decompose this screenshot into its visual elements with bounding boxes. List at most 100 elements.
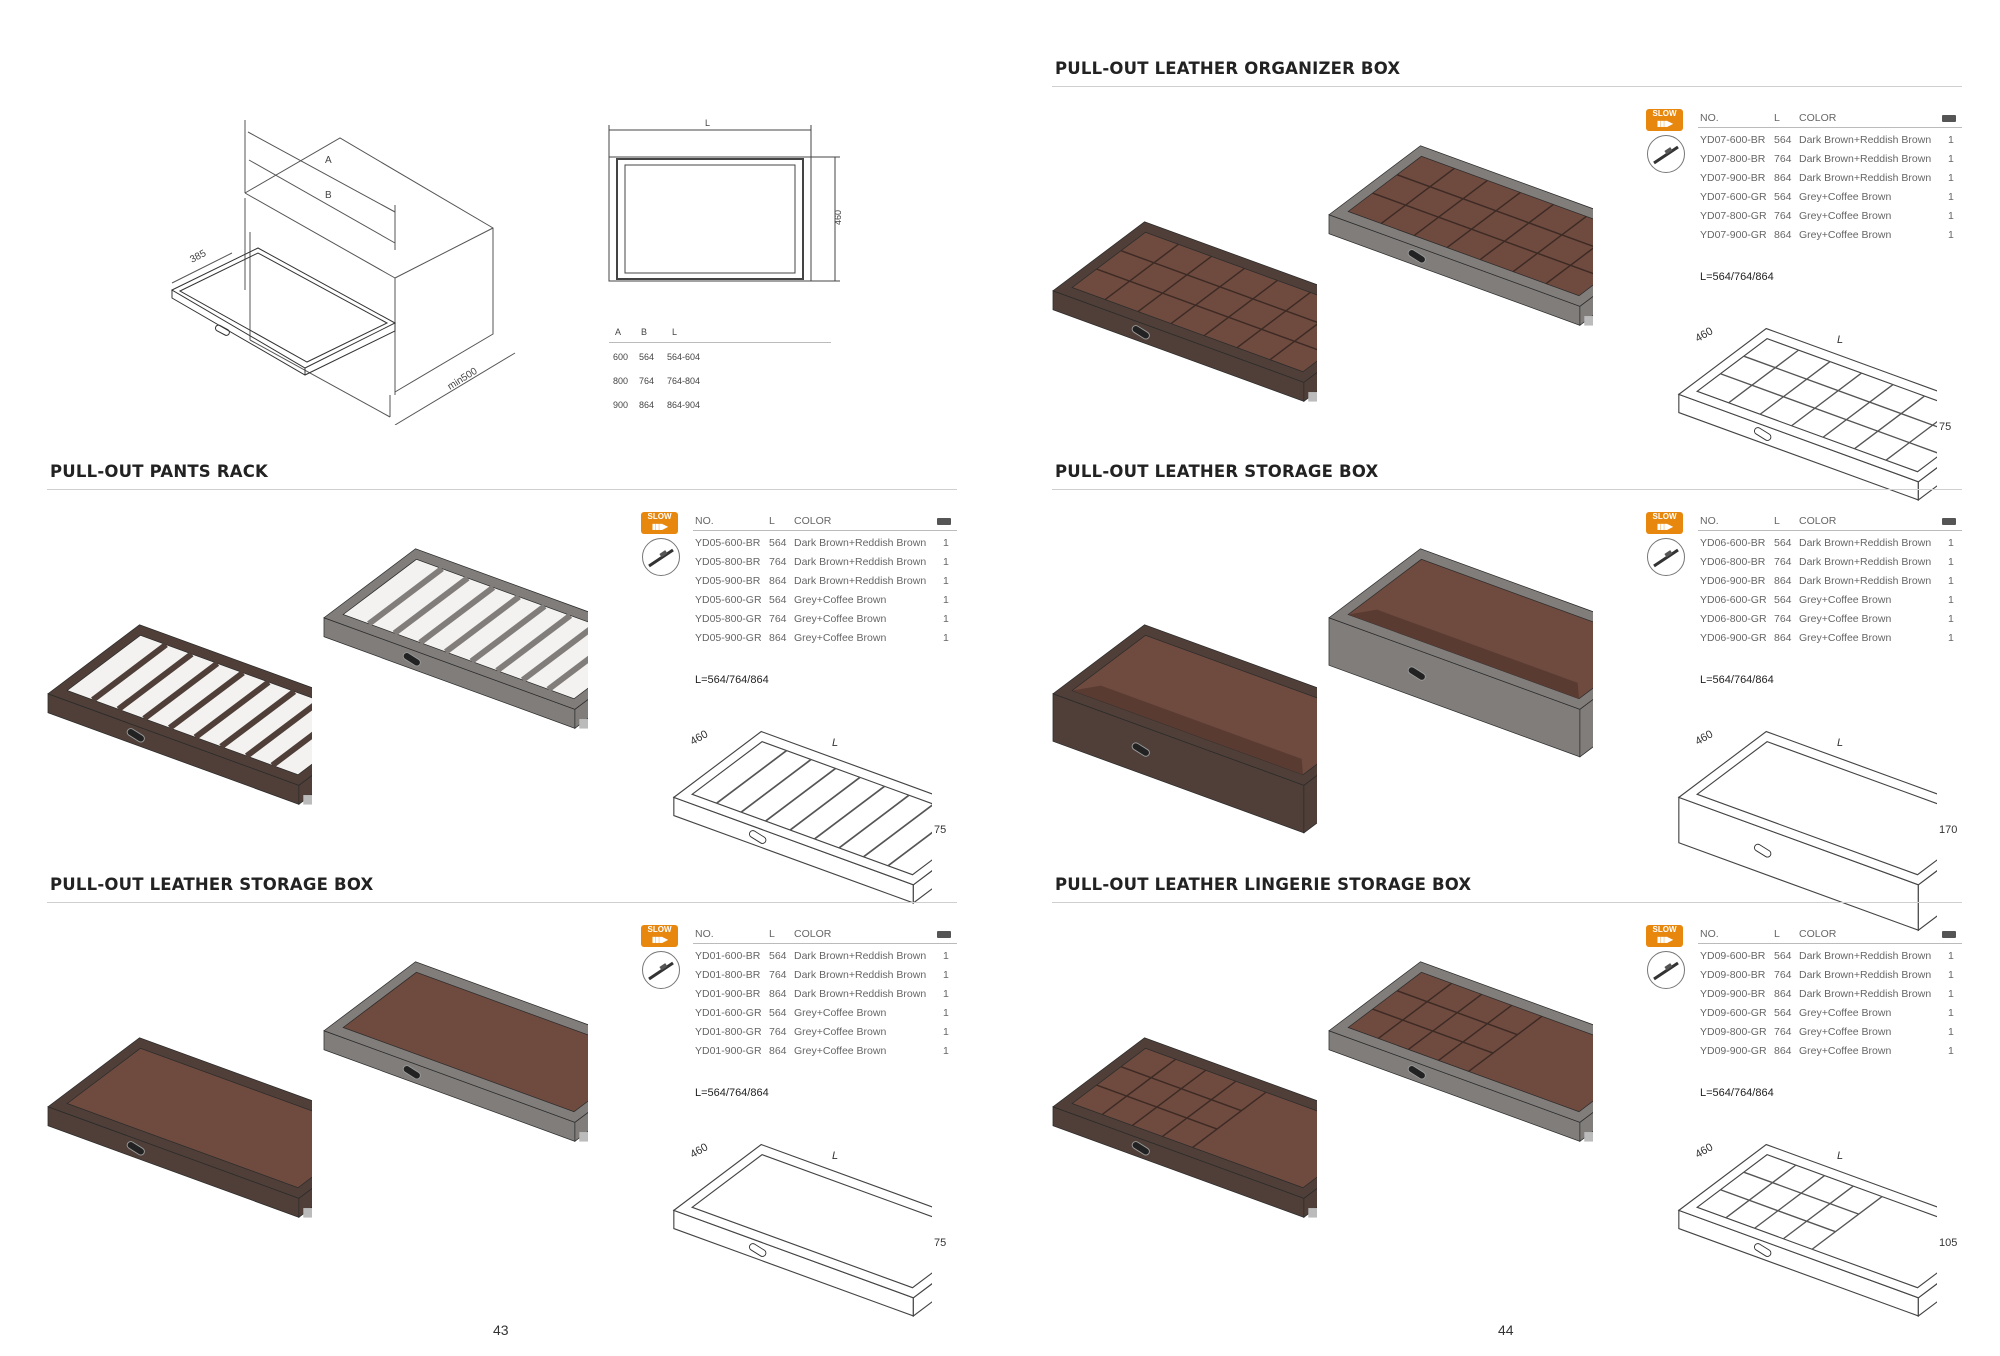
drawer-right-side bbox=[298, 1187, 312, 1219]
divider bbox=[1380, 167, 1455, 225]
slide-runner-icon bbox=[642, 538, 680, 576]
header-l: L bbox=[1774, 112, 1780, 124]
runner-clip bbox=[1584, 316, 1593, 326]
divider bbox=[1545, 247, 1593, 285]
cell-color: Dark Brown+Reddish Brown bbox=[794, 575, 927, 587]
table-header: NO. L COLOR bbox=[1698, 109, 1962, 128]
drawer-handle bbox=[1131, 1141, 1150, 1156]
divider bbox=[1192, 1091, 1267, 1149]
soft-close-badge: SLOW▮▮▮▶ bbox=[1646, 925, 1683, 947]
cell-color: Grey+Coffee Brown bbox=[1799, 632, 1892, 644]
cell-quantity: 1 bbox=[1948, 191, 1954, 203]
table-row: YD07-800-GR 764 Grey+Coffee Brown 1 bbox=[1698, 207, 1962, 226]
table-row: YD01-800-GR 764 Grey+Coffee Brown 1 bbox=[693, 1023, 957, 1042]
table-row: YD06-900-GR 864 Grey+Coffee Brown 1 bbox=[1698, 629, 1962, 648]
cell-no: YD05-600-GR bbox=[695, 594, 762, 606]
cell-quantity: 1 bbox=[943, 556, 949, 568]
section-title: PULL-OUT LEATHER STORAGE BOX bbox=[1055, 462, 1379, 481]
section-divider bbox=[1052, 902, 1962, 903]
cell-quantity: 1 bbox=[1948, 969, 1954, 981]
product-table: NO. L COLOR YD05-600-BR 564 Dark Brown+R… bbox=[693, 512, 957, 648]
divider bbox=[789, 776, 861, 831]
drawer-handle bbox=[1407, 249, 1426, 264]
cell-no: YD06-600-GR bbox=[1700, 594, 1767, 606]
cell-length: 764 bbox=[1774, 153, 1792, 165]
cell-no: YD07-900-BR bbox=[1700, 172, 1766, 184]
length-note: L=564/764/864 bbox=[1700, 271, 1774, 283]
cell-length: 564 bbox=[1774, 1007, 1792, 1019]
cell-no: YD06-800-GR bbox=[1700, 613, 1767, 625]
cell-length: 564 bbox=[769, 950, 787, 962]
cell-color: Grey+Coffee Brown bbox=[794, 1045, 887, 1057]
cell-color: Grey+Coffee Brown bbox=[794, 1007, 887, 1019]
cell-color: Grey+Coffee Brown bbox=[1799, 1026, 1892, 1038]
cell-length: 564 bbox=[1774, 537, 1792, 549]
cell-length: 864 bbox=[1774, 988, 1792, 1000]
divider bbox=[1377, 982, 1452, 1040]
divider bbox=[1137, 255, 1212, 313]
cell-color: Grey+Coffee Brown bbox=[794, 594, 887, 606]
table-header: NO. L COLOR bbox=[1698, 512, 1962, 531]
soft-close-badge: SLOW▮▮▮▶ bbox=[1646, 109, 1683, 131]
cell-quantity: 1 bbox=[943, 575, 949, 587]
cell-color: Grey+Coffee Brown bbox=[1799, 594, 1892, 606]
product-photo-brown bbox=[1052, 221, 1317, 403]
table-row: YD01-900-GR 864 Grey+Coffee Brown 1 bbox=[693, 1042, 957, 1061]
table-row: YD07-600-GR 564 Grey+Coffee Brown 1 bbox=[1698, 188, 1962, 207]
cell-quantity: 1 bbox=[1948, 229, 1954, 241]
cell-color: Dark Brown+Reddish Brown bbox=[794, 537, 927, 549]
cabinet-installation-diagram: A B 385 min500 bbox=[170, 120, 516, 425]
cell-no: YD06-600-BR bbox=[1700, 537, 1766, 549]
cell-no: YD01-900-BR bbox=[695, 988, 761, 1000]
drawer-right-side bbox=[912, 870, 932, 905]
cell-length: 864 bbox=[769, 1045, 787, 1057]
slide-runner-icon bbox=[1647, 135, 1685, 173]
drawer-right-side bbox=[298, 774, 312, 806]
cell-quantity: 1 bbox=[1948, 950, 1954, 962]
dimension-length: L bbox=[1837, 737, 1844, 749]
product-photo-grey bbox=[1328, 145, 1593, 327]
cell-no: YD05-600-BR bbox=[695, 537, 761, 549]
section-title: PULL-OUT PANTS RACK bbox=[50, 462, 269, 481]
dimension-drawing: 460 L 75 bbox=[662, 712, 962, 905]
table-row: YD05-800-GR 764 Grey+Coffee Brown 1 bbox=[693, 610, 957, 629]
drawer-interior bbox=[1695, 740, 1937, 876]
product-section: PULL-OUT LEATHER LINGERIE STORAGE BOX SL… bbox=[1052, 875, 1965, 1318]
table-row: YD06-800-BR 764 Dark Brown+Reddish Brown… bbox=[1698, 553, 1962, 572]
frame-length-label: L bbox=[705, 118, 710, 128]
cell-no: YD07-800-GR bbox=[1700, 210, 1767, 222]
cell-quantity: 1 bbox=[943, 632, 949, 644]
drawer-right-side bbox=[912, 1283, 932, 1318]
section-title: PULL-OUT LEATHER LINGERIE STORAGE BOX bbox=[1055, 875, 1472, 894]
runner-clip bbox=[303, 1208, 312, 1218]
cell-no: YD06-800-BR bbox=[1700, 556, 1766, 568]
drawer-right-side bbox=[1917, 870, 1937, 932]
cell-length: 864 bbox=[1774, 172, 1792, 184]
product-photo-brown bbox=[47, 624, 312, 806]
cell-quantity: 1 bbox=[943, 1045, 949, 1057]
length-note: L=564/764/864 bbox=[695, 674, 769, 686]
header-l: L bbox=[1774, 515, 1780, 527]
cell-no: YD09-600-BR bbox=[1700, 950, 1766, 962]
divider bbox=[1725, 1164, 1797, 1219]
table-row: YD09-900-GR 864 Grey+Coffee Brown 1 bbox=[1698, 1042, 1962, 1061]
cell-color: Grey+Coffee Brown bbox=[794, 1026, 887, 1038]
drawer-handle bbox=[402, 1065, 421, 1080]
cell-quantity: 1 bbox=[1948, 594, 1954, 606]
divider bbox=[1269, 323, 1317, 361]
slide-runner-icon bbox=[1647, 951, 1685, 989]
drawer-right-side bbox=[1917, 1283, 1937, 1318]
install-cell: 764-804 bbox=[667, 376, 701, 386]
drawer-right-side bbox=[1917, 467, 1937, 502]
cell-color: Grey+Coffee Brown bbox=[794, 632, 887, 644]
runner-clip bbox=[1308, 392, 1317, 402]
divider bbox=[193, 679, 271, 740]
dimension-drawing: 460 L 75 bbox=[662, 1125, 962, 1318]
table-row: YD05-600-BR 564 Dark Brown+Reddish Brown… bbox=[693, 534, 957, 553]
table-row: YD01-900-BR 864 Dark Brown+Reddish Brown… bbox=[693, 985, 957, 1004]
carton-icon bbox=[1942, 931, 1956, 938]
header-no: NO. bbox=[1700, 515, 1719, 527]
divider bbox=[1720, 1189, 1836, 1233]
cell-quantity: 1 bbox=[943, 1007, 949, 1019]
divider bbox=[1512, 215, 1587, 273]
